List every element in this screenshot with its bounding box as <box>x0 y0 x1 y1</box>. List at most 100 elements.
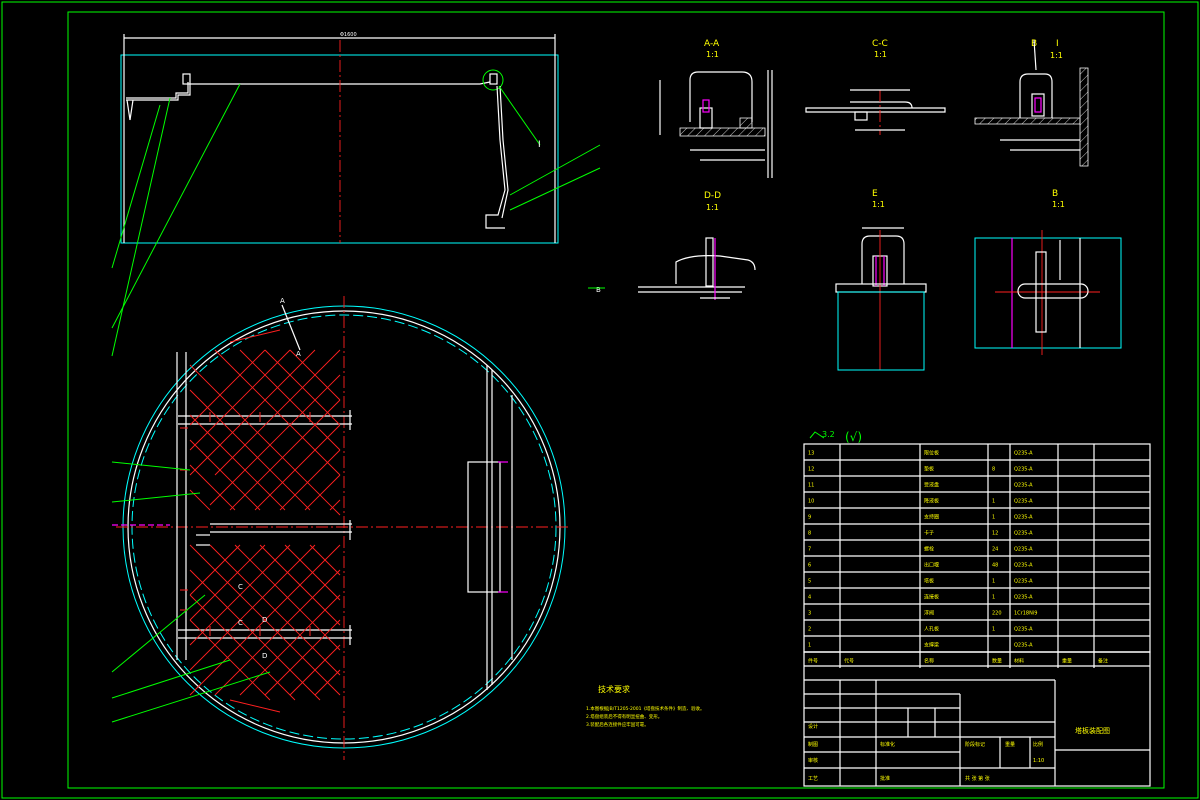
view-b: B 1:1 <box>974 189 1122 355</box>
parts-header-cell: 名称 <box>924 658 934 665</box>
parts-cell: 3 <box>808 611 811 617</box>
elevation-view: Φ1600 I <box>111 32 601 357</box>
parts-cell: 220 <box>992 611 1002 617</box>
parts-cell: 48 <box>992 563 998 569</box>
tb-standard: 标准化 <box>880 741 895 748</box>
parts-cell: 1 <box>992 499 995 505</box>
parts-cell: 出口堰 <box>924 562 939 569</box>
parts-cell: 支撑梁 <box>924 642 939 649</box>
parts-header-cell: 重量 <box>1062 658 1072 665</box>
parts-header-cell: 代号 <box>844 658 854 665</box>
parts-header-cell: 数量 <box>992 658 1002 665</box>
tb-weight: 重量 <box>1005 741 1015 748</box>
sect-c-label: C <box>238 583 243 591</box>
detail-i-label: I <box>1056 39 1059 49</box>
view-e-label: E <box>872 189 878 199</box>
parts-cell: Q235-A <box>1014 595 1033 601</box>
parts-cell: 支持圈 <box>924 514 939 521</box>
parts-cell: Q235-A <box>1014 579 1033 585</box>
view-e-scale: 1:1 <box>872 200 885 209</box>
plan-view: A A C C D D <box>111 296 568 760</box>
b-arrow-label: B <box>596 286 601 294</box>
section-aa-label: A-A <box>704 39 720 49</box>
sect-a-label: A <box>280 297 285 305</box>
tech-req-item-1: 1.本图根据JB/T1205-2001《塔盘技术条件》制造、验收。 <box>586 705 705 712</box>
roughness-value: 3.2 <box>822 430 835 439</box>
section-aa-scale: 1:1 <box>706 50 719 59</box>
parts-cell: 9 <box>808 515 811 521</box>
tech-req-item-2: 2.塔盘组装后不得有明显扭曲、变形。 <box>586 713 662 720</box>
parts-cell: 浮阀 <box>924 610 934 617</box>
tech-req-title: 技术要求 <box>598 684 630 694</box>
parts-cell: 降液板 <box>924 498 939 505</box>
tb-approve: 批准 <box>880 775 890 782</box>
parts-cell: 塔板 <box>924 578 934 585</box>
svg-text:(√): (√) <box>845 430 862 444</box>
parts-cell: Q235-A <box>1014 563 1033 569</box>
parts-cell: 1Cr18Ni9 <box>1014 611 1037 617</box>
valve-marks <box>180 412 311 636</box>
tb-scale: 1:10 <box>1033 758 1044 764</box>
parts-cell: 8 <box>992 467 995 473</box>
section-dd-label: D-D <box>704 191 721 201</box>
parts-cell: Q235-A <box>1014 531 1033 537</box>
parts-cell: 12 <box>808 467 814 473</box>
tb-design: 设计 <box>808 723 818 730</box>
drawing-title: 塔板装配图 <box>1075 726 1110 735</box>
parts-cell: 13 <box>808 451 814 457</box>
parts-cell: 24 <box>992 547 998 553</box>
parts-cell: 7 <box>808 547 811 553</box>
parts-header-cell: 材料 <box>1014 658 1024 665</box>
tech-req-item-3: 3.装配后各连接件应牢固可靠。 <box>586 721 649 728</box>
parts-cell: 2 <box>808 627 811 633</box>
tb-stage: 阶段标记 <box>965 741 985 748</box>
parts-cell: Q235-A <box>1014 451 1033 457</box>
section-cc-label: C-C <box>872 39 888 49</box>
parts-cell: 人孔板 <box>924 626 939 633</box>
section-cc-scale: 1:1 <box>874 50 887 59</box>
section-cc: C-C 1:1 <box>805 39 946 135</box>
svg-text:Φ1600: Φ1600 <box>340 32 357 38</box>
sect-d-label: D <box>262 616 267 624</box>
parts-cell: 8 <box>808 531 811 537</box>
parts-cell: Q235-A <box>1014 483 1033 489</box>
parts-cell: Q235-A <box>1014 627 1033 633</box>
roughness-symbol: 3.2 (√) <box>809 430 862 444</box>
parts-cell: 限位板 <box>924 450 939 457</box>
detail-i-scale: 1:1 <box>1050 51 1063 60</box>
parts-cell: 1 <box>992 627 995 633</box>
parts-cell: 12 <box>992 531 998 537</box>
parts-cell: Q235-A <box>1014 499 1033 505</box>
parts-header-cell: 备注 <box>1098 658 1108 665</box>
section-aa: A-A 1:1 <box>659 39 773 178</box>
tb-draw: 制图 <box>808 741 818 748</box>
tb-process: 工艺 <box>808 776 818 782</box>
parts-cell: 11 <box>808 483 814 489</box>
sect-c-label-2: C <box>238 619 243 627</box>
parts-cell: 1 <box>992 595 995 601</box>
parts-cell: 1 <box>808 643 811 649</box>
sect-a-side-label: A <box>296 350 301 358</box>
title-block: 设计 制图 审核 工艺 标准化 批准 阶段标记 重量 比例 1:10 共 张 第… <box>803 651 1151 787</box>
parts-cell: Q235-A <box>1014 515 1033 521</box>
parts-cell: 1 <box>992 579 995 585</box>
detail-i: B I 1:1 <box>974 39 1089 167</box>
tb-ratio: 比例 <box>1033 741 1043 748</box>
parts-cell: 6 <box>808 563 811 569</box>
detail-ref-label: I <box>538 140 541 150</box>
parts-header-cell: 件号 <box>808 658 818 665</box>
parts-cell: 连接板 <box>924 594 939 601</box>
parts-cell: 卡子 <box>924 530 934 537</box>
tb-check: 审核 <box>808 757 818 764</box>
tech-requirements: 技术要求 1.本图根据JB/T1205-2001《塔盘技术条件》制造、验收。 2… <box>586 684 705 728</box>
view-e: E 1:1 <box>835 189 927 371</box>
section-dd-scale: 1:1 <box>706 203 719 212</box>
view-b-scale: 1:1 <box>1052 200 1065 209</box>
parts-cell: Q235-A <box>1014 467 1033 473</box>
sect-d-label-2: D <box>262 652 267 660</box>
parts-cell: Q235-A <box>1014 547 1033 553</box>
parts-cell: 4 <box>808 595 811 601</box>
